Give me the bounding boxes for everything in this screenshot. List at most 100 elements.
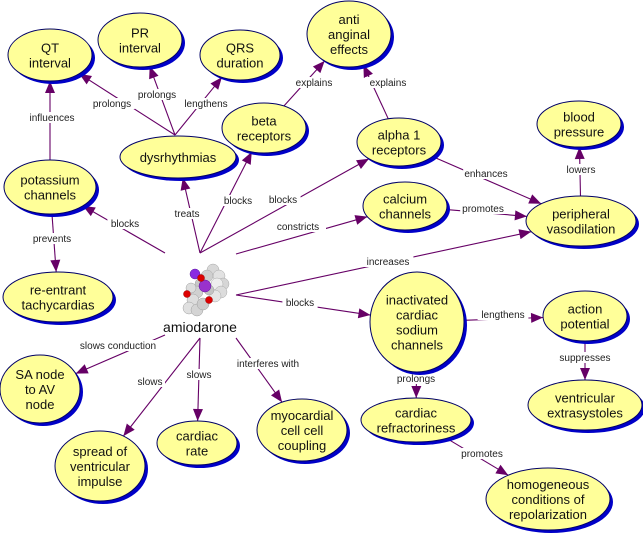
center-label: amiodarone (163, 319, 237, 335)
link-alpha1-to-antianginal[interactable]: explains (362, 64, 411, 120)
link-alpha1-to-vasodilation[interactable]: enhances (432, 156, 542, 205)
node-label-line: cardiac (395, 406, 437, 421)
link-dysrhythmias-to-qrs[interactable]: lengthens (174, 76, 232, 136)
link-line (82, 205, 166, 254)
link-label-bg (477, 309, 529, 320)
link-line (235, 337, 283, 403)
link-label: blocks (224, 196, 252, 207)
node-dysrhythmias[interactable]: dysrhythmias (119, 135, 239, 181)
node-label-line: conditions of (512, 492, 585, 507)
link-amiodarone-to-dysrhythmias[interactable]: treats (169, 177, 205, 254)
link-amiodarone-to-saav[interactable]: slows conduction (74, 334, 166, 375)
link-amiodarone-to-alpha1[interactable]: blocks (199, 158, 370, 254)
node-label-line: ventricular (555, 391, 616, 406)
node-label-line: node (26, 397, 55, 412)
node-label-line: inactivated (386, 293, 448, 308)
node-ellipse (119, 135, 237, 179)
arrowhead-icon (411, 385, 422, 399)
node-label-line: receptors (237, 129, 292, 144)
link-line (235, 216, 368, 255)
node-label-line: spread of (73, 444, 128, 459)
link-amiodarone-to-cardiacrate[interactable]: slows (184, 337, 214, 422)
node-label-line: dysrhythmias (140, 150, 217, 165)
node-label-line: sodium (396, 323, 438, 338)
link-amiodarone-to-vasodilation[interactable]: increases (235, 229, 532, 296)
link-amiodarone-to-spread[interactable]: slows (122, 337, 201, 437)
node-ellipse (7, 28, 93, 82)
node-label-line: tachycardias (22, 298, 95, 313)
arrowhead-icon (580, 368, 590, 380)
link-amiodarone-to-beta[interactable]: blocks (199, 151, 256, 254)
link-sodium-to-refractoriness[interactable]: prolongs (393, 371, 439, 399)
node-ellipse (156, 420, 238, 466)
link-label-bg (459, 448, 505, 459)
link-amiodarone-to-potassium[interactable]: blocks (82, 205, 166, 254)
link-dysrhythmias-to-pr[interactable]: prolongs (134, 66, 180, 136)
link-calcium-to-vasodilation[interactable]: promotes (446, 203, 527, 221)
link-label: slows (137, 377, 162, 388)
node-ellipse (2, 271, 114, 323)
node-ellipse (360, 397, 472, 443)
link-label: blocks (111, 219, 139, 230)
link-label: slows conduction (80, 341, 156, 352)
node-ellipse (306, 0, 392, 68)
link-label: interferes with (237, 359, 299, 370)
link-potassium-to-reentrant[interactable]: prevents (29, 213, 75, 273)
node-ellipse (54, 430, 146, 502)
link-dysrhythmias-to-qt[interactable]: prolongs (78, 73, 176, 136)
link-label-bg (270, 221, 326, 232)
arrowhead-icon (271, 389, 283, 403)
node-label-line: myocardial (271, 408, 334, 423)
link-line (199, 158, 370, 254)
link-actionpotential-to-extrasystoles[interactable]: suppresses (557, 341, 613, 380)
link-amiodarone-to-coupling[interactable]: interferes with (227, 337, 309, 403)
link-vasodilation-to-bp[interactable]: lowers (563, 146, 599, 197)
arrowhead-icon (210, 77, 222, 90)
node-label-line: QT (41, 41, 59, 56)
link-beta-to-antianginal[interactable]: explains (283, 60, 337, 107)
link-label: constricts (277, 222, 319, 233)
node-label-line: extrasystoles (547, 406, 623, 421)
node-ellipse (356, 117, 442, 167)
link-potassium-to-qt[interactable]: influences (24, 81, 80, 160)
link-amiodarone-to-calcium[interactable]: constricts (235, 215, 368, 255)
link-sodium-to-actionpotential[interactable]: lengthens (463, 309, 544, 323)
link-refractoriness-to-homogeneous[interactable]: promotes (446, 437, 509, 476)
node-label-line: cardiac (396, 308, 438, 323)
arrowhead-icon (518, 229, 532, 240)
link-amiodarone-to-sodium[interactable]: blocks (235, 294, 371, 319)
node-label-line: refractoriness (377, 421, 456, 436)
node-label-line: re-entrant (30, 283, 87, 298)
node-label-line: peripheral (552, 207, 610, 222)
node-ellipse (536, 100, 622, 148)
node-ellipse (221, 102, 307, 154)
link-label: blocks (269, 195, 297, 206)
center-node[interactable]: amiodarone (163, 263, 237, 335)
link-label-bg (227, 358, 309, 369)
link-line (432, 156, 542, 205)
link-label: lengthens (481, 310, 524, 321)
link-label: enhances (464, 169, 507, 180)
